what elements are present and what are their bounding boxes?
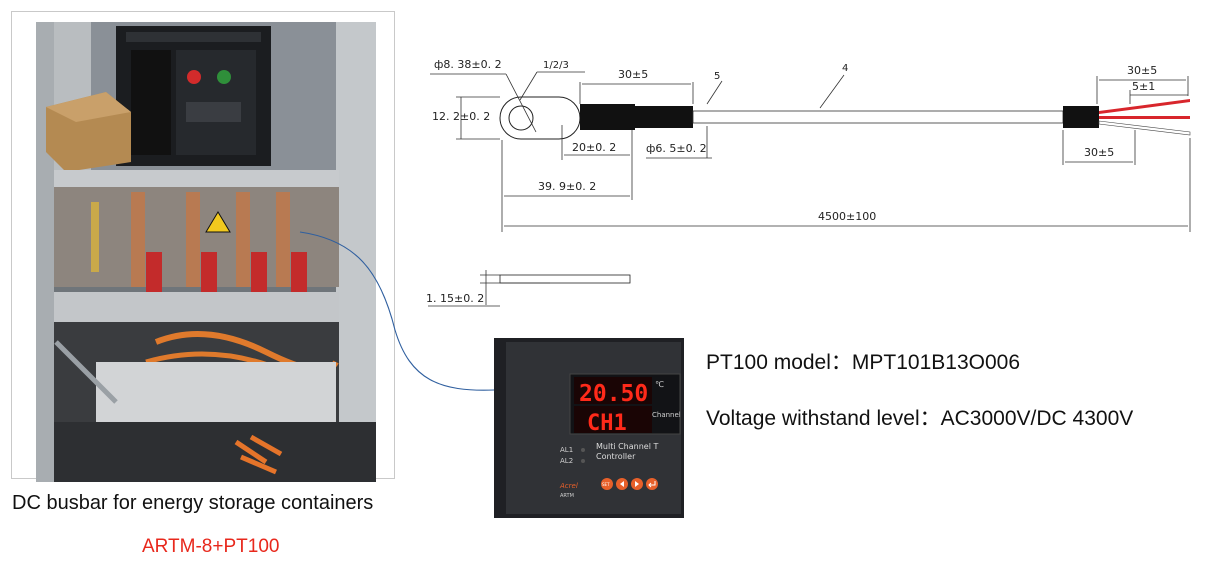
display-channel: CH1	[587, 411, 627, 436]
product-caption: ARTM-8+PT100	[142, 536, 280, 557]
controller-title-1: Multi Channel T	[596, 442, 658, 451]
channel-label: Channel	[652, 411, 681, 419]
dim-sleeve-length: 30±5	[618, 68, 648, 81]
dim-lug-length: 20±0. 2	[572, 141, 616, 154]
alarm2-label: AL2	[560, 457, 573, 465]
alarm2-led	[581, 459, 585, 463]
alarm1-label: AL1	[560, 446, 573, 454]
voltage-withstand-spec: Voltage withstand level：AC3000V/DC 4300V	[706, 407, 1134, 430]
dim-tail-length: 30±5	[1127, 64, 1157, 77]
dim-strip-length: 5±1	[1132, 80, 1155, 93]
set-button-label: SET	[602, 482, 610, 487]
pt100-model-spec: PT100 model：MPT101B13O006	[706, 351, 1021, 374]
dim-thickness: 1. 15±0. 2	[426, 292, 484, 305]
enter-icon	[648, 481, 656, 488]
photo-caption: DC busbar for energy storage containers	[12, 492, 374, 514]
dim-tail-sleeve: 30±5	[1084, 146, 1114, 159]
set-button[interactable]	[601, 478, 613, 490]
dim-ref-4: 4	[842, 63, 848, 74]
dim-ring-diameter: ф8. 38±0. 2	[434, 58, 502, 71]
display-unit: ℃	[655, 380, 664, 389]
dim-tip-length: 39. 9±0. 2	[538, 180, 596, 193]
right-arrow-icon	[635, 481, 639, 487]
dim-part-ref: 1/2/3	[543, 60, 569, 71]
brand-logo: Acrel	[559, 482, 578, 490]
model-tag: ARTM	[560, 493, 574, 499]
enter-button[interactable]	[646, 478, 658, 490]
dim-total-length: 4500±100	[818, 210, 876, 223]
dim-ref-5: 5	[714, 71, 720, 82]
busbar-cabinet-photo	[36, 22, 376, 482]
controller-title-2: Controller	[596, 452, 636, 461]
photo-frame	[11, 11, 395, 482]
display-temperature: 20.50	[579, 381, 648, 407]
left-arrow-icon	[620, 481, 624, 487]
heat-shrink-sleeve	[580, 104, 635, 130]
sensor-cable-line	[299, 231, 495, 391]
dim-cable-diameter: ф6. 5±0. 2	[646, 142, 707, 155]
dim-height: 12. 2±0. 2	[432, 110, 490, 123]
alarm1-led	[581, 448, 585, 452]
ring-lug-hole	[508, 105, 534, 131]
